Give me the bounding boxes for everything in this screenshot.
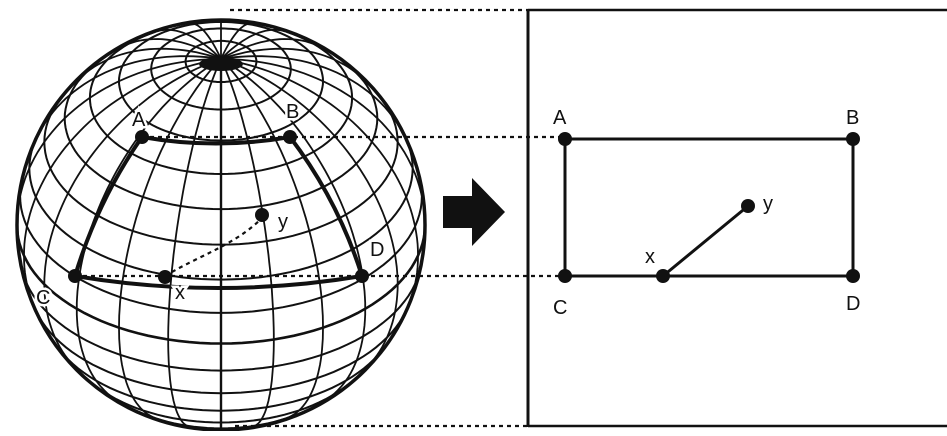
globe-label-d: D (370, 239, 384, 261)
map-label-c: C (553, 297, 567, 319)
globe-label-x: x (175, 282, 185, 304)
globe-pole (199, 57, 243, 71)
map-point-d (846, 269, 860, 283)
map-point-x (656, 269, 670, 283)
map-label-x: x (645, 246, 655, 268)
globe-xy-curve (165, 218, 262, 276)
globe-point-y (255, 208, 269, 222)
map-rectangle-abcd (565, 139, 853, 276)
globe-label-b: B (286, 101, 299, 123)
globe-meridian-line (77, 59, 221, 403)
map-label-b: B (846, 107, 859, 129)
map-point-c (558, 269, 572, 283)
globe: A B C D x y (17, 20, 425, 430)
globe-point-a (135, 130, 149, 144)
map-panel: A B C D x y (528, 9, 947, 427)
globe-point-c (68, 269, 82, 283)
globe-label-c: C (36, 287, 50, 309)
globe-label-a: A (132, 109, 146, 131)
map-label-a: A (553, 107, 567, 129)
map-point-b (846, 132, 860, 146)
globe-graticule (17, 21, 425, 429)
globe-meridian-line (221, 56, 406, 139)
globe-point-b (283, 130, 297, 144)
globe-point-d (355, 269, 369, 283)
globe-point-x (158, 270, 172, 284)
right-arrow-icon (443, 178, 505, 246)
map-point-y (741, 199, 755, 213)
map-label-d: D (846, 293, 860, 315)
globe-meridian-line (36, 56, 221, 139)
map-point-a (558, 132, 572, 146)
map-segment-xy (663, 206, 748, 276)
globe-label-y: y (278, 211, 288, 233)
map-label-y: y (763, 193, 773, 215)
